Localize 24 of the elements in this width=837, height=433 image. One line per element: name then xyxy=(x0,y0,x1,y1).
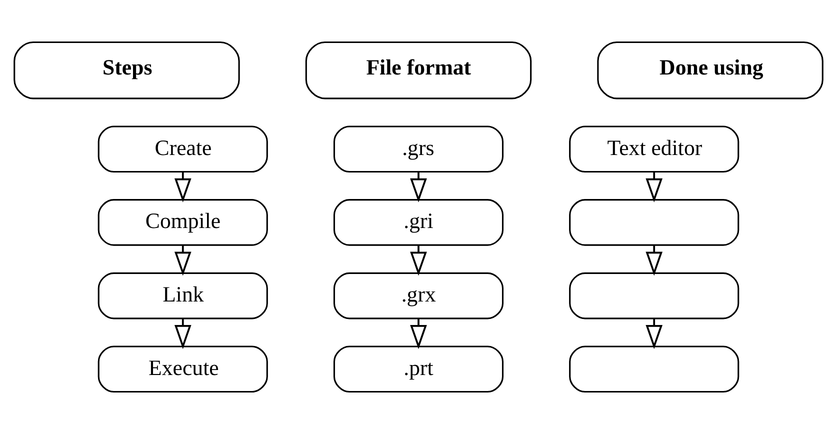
arrow xyxy=(174,244,192,276)
arrow xyxy=(174,172,192,202)
node-box: Steps xyxy=(14,40,240,99)
node-box: Done using xyxy=(597,40,824,99)
arrow xyxy=(410,172,427,202)
node-box xyxy=(569,272,740,319)
node-box: .gri xyxy=(333,198,504,246)
node-box: Create xyxy=(98,125,268,172)
node-box: Text editor xyxy=(569,125,740,172)
arrow xyxy=(410,244,427,276)
arrow xyxy=(646,172,663,202)
node-box: Compile xyxy=(98,198,268,246)
node-box: File format xyxy=(305,40,532,99)
arrow xyxy=(646,318,663,349)
node-box xyxy=(569,198,740,246)
node-box: Execute xyxy=(98,345,268,392)
node-box: .grs xyxy=(333,125,504,172)
node-box: .grx xyxy=(333,272,504,319)
arrow xyxy=(646,244,663,276)
arrow xyxy=(174,318,192,349)
arrow xyxy=(410,318,427,349)
node-box: Link xyxy=(98,272,268,319)
node-box: .prt xyxy=(333,345,504,392)
node-box xyxy=(569,345,740,392)
